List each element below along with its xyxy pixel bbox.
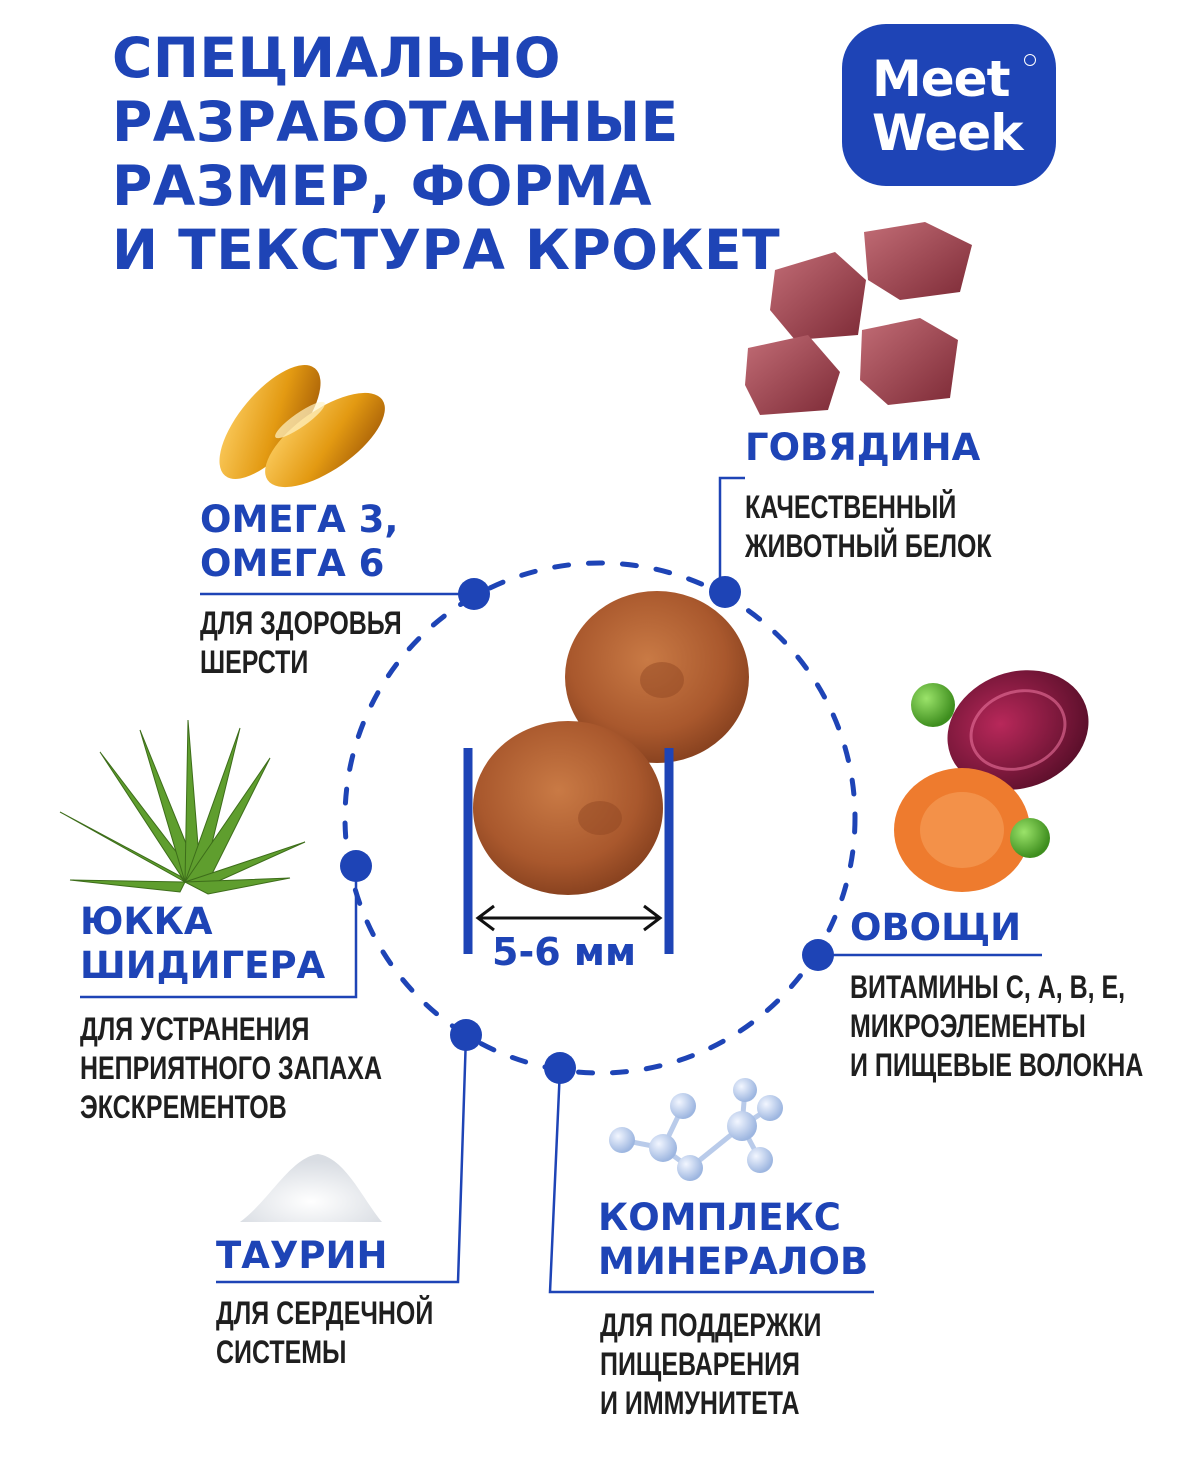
taurine-powder-icon	[240, 1154, 382, 1222]
node-dots	[340, 576, 834, 1084]
headline: СПЕЦИАЛЬНО РАЗРАБОТАННЫЕ РАЗМЕР, ФОРМА И…	[112, 26, 780, 282]
headline-line-2: РАЗРАБОТАННЫЕ	[112, 90, 679, 154]
connector-lines	[80, 476, 1042, 1294]
size-dimension-marker	[463, 748, 674, 954]
headline-line-1: СПЕЦИАЛЬНО	[112, 26, 561, 90]
registered-mark-icon	[1024, 54, 1036, 66]
headline-line-4: И ТЕКСТУРА КРОКЕТ	[112, 218, 781, 282]
fish-oil-capsules-icon	[219, 365, 385, 488]
beef-title: ГОВЯДИНА	[745, 426, 981, 469]
vegetables-title: ОВОЩИ	[850, 906, 1022, 949]
beef-description: КАЧЕСТВЕННЫЙ ЖИВОТНЫЙ БЕЛОК	[745, 489, 992, 564]
yucca-plant-icon	[59, 719, 306, 895]
taurine-description: ДЛЯ СЕРДЕЧНОЙ СИСТЕМЫ	[216, 1295, 434, 1370]
beef-cubes-icon	[745, 222, 972, 415]
yucca-title: ЮККА ШИДИГЕРА	[80, 900, 326, 987]
dashed-ring	[342, 560, 858, 1076]
kibble-icon	[473, 591, 749, 895]
minerals-description: ДЛЯ ПОДДЕРЖКИ ПИЩЕВАРЕНИЯ И ИММУНИТЕТА	[600, 1307, 822, 1421]
omega-title: ОМЕГА 3, ОМЕГА 6	[200, 498, 399, 585]
taurine-title: ТАУРИН	[216, 1234, 388, 1277]
brand-logo: Meet Week	[842, 24, 1056, 186]
vegetables-icon	[894, 670, 1089, 892]
yucca-description: ДЛЯ УСТРАНЕНИЯ НЕПРИЯТНОГО ЗАПАХА ЭКСКРЕ…	[80, 1011, 382, 1125]
minerals-title: КОМПЛЕКС МИНЕРАЛОВ	[598, 1196, 869, 1283]
kibble-size-label: 5-6 мм	[492, 930, 637, 974]
headline-line-3: РАЗМЕР, ФОРМА	[112, 154, 653, 218]
logo-word-week: Week	[872, 104, 1023, 162]
molecule-icon	[609, 1078, 783, 1181]
vegetables-description: ВИТАМИНЫ С, А, В, Е, МИКРОЭЛЕМЕНТЫ И ПИЩ…	[850, 969, 1144, 1083]
omega-description: ДЛЯ ЗДОРОВЬЯ ШЕРСТИ	[200, 605, 402, 680]
logo-word-meet: Meet	[872, 50, 1010, 108]
